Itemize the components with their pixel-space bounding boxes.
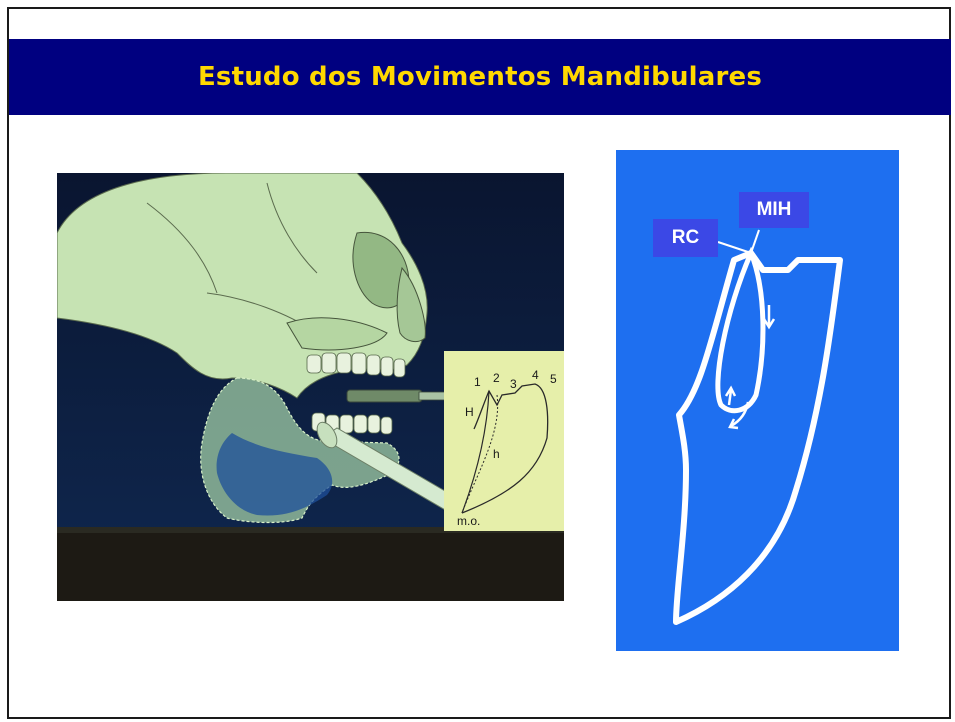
movement-envelope-diagram [616,150,899,651]
label-h: h [493,447,500,461]
skull-drawing: 1 2 3 4 5 H h m.o. [57,173,564,601]
label-5: 5 [550,372,557,386]
envelope-outline [673,250,843,625]
label-1: 1 [474,375,481,389]
label-3: 3 [510,377,517,391]
skull-illustration: 1 2 3 4 5 H h m.o. [57,173,564,601]
slide-title: Estudo dos Movimentos Mandibulares [197,62,763,92]
tracing-plate: 1 2 3 4 5 H h m.o. [444,351,564,531]
label-mih: MIH [739,192,809,228]
arrow-down-icon [762,305,776,330]
floor-band [57,531,564,601]
arrow-up-icon [724,385,737,406]
label-4: 4 [532,368,539,382]
lower-teeth [311,412,393,435]
label-rc: RC [653,219,718,257]
label-2: 2 [493,371,500,385]
inner-loop [715,246,766,414]
arrow-curve-icon [728,401,750,430]
title-banner: Estudo dos Movimentos Mandibulares [9,39,951,115]
upper-teeth [306,352,406,378]
label-mo: m.o. [457,514,480,528]
label-H: H [465,405,474,419]
